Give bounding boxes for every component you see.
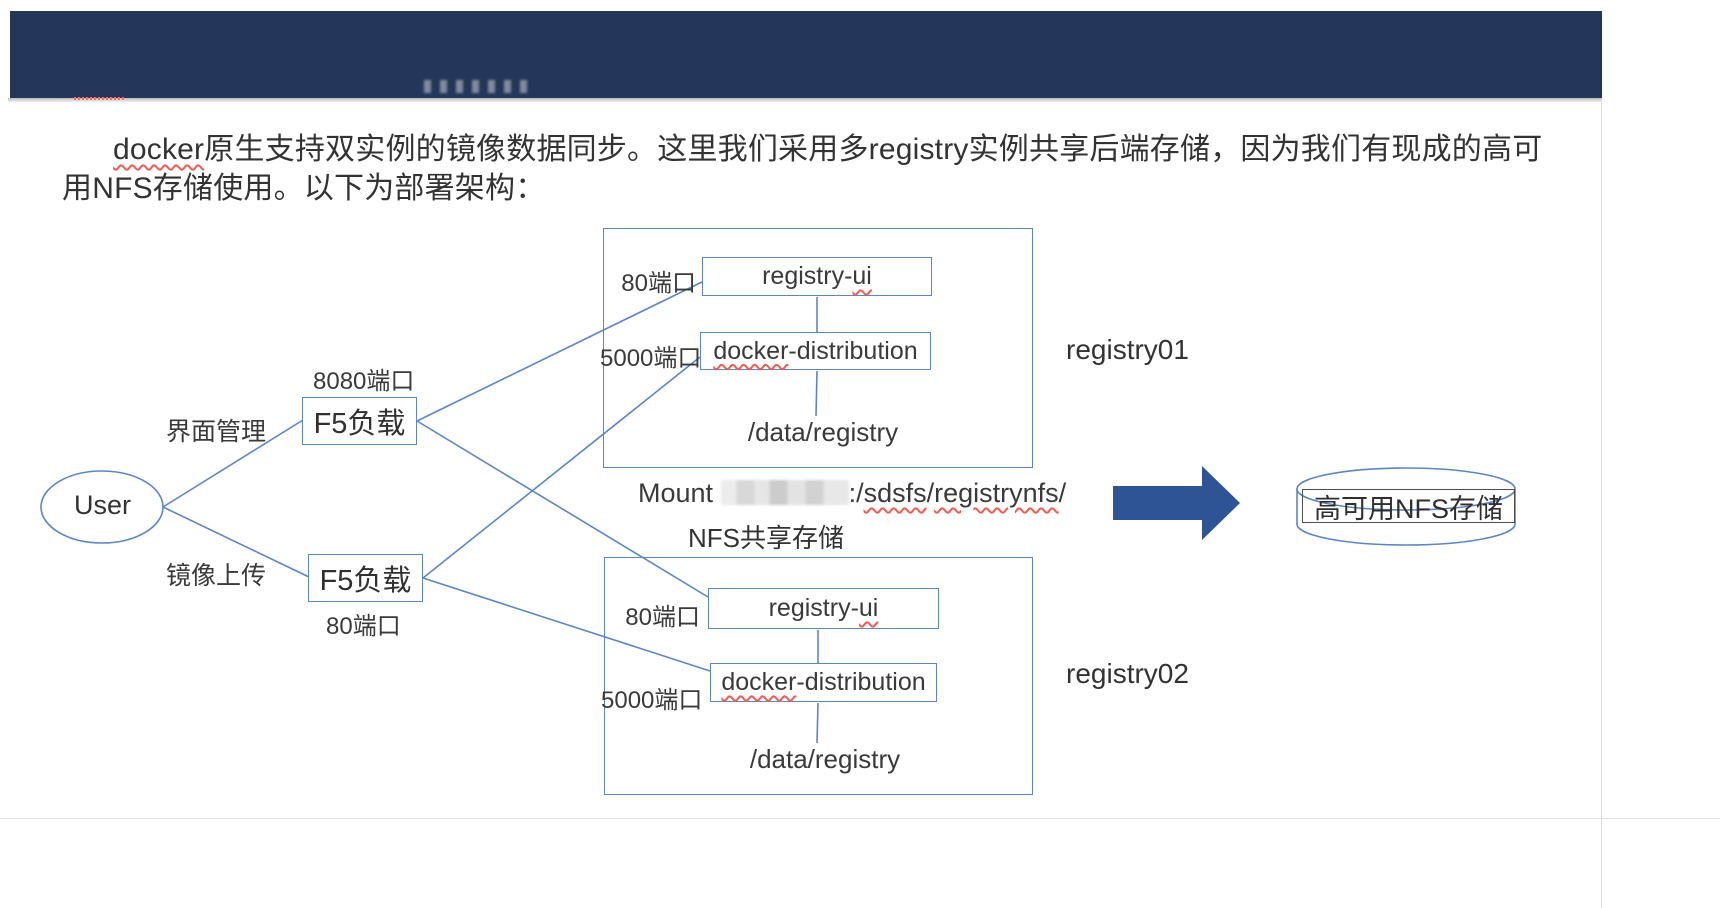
registry02-name: registry02 [1066,658,1189,689]
edge-user-to-f5-lower [162,506,310,578]
header-shadow [8,98,1602,103]
registry01-ui-port-label: 80端口 [621,270,696,297]
registry02-data-path: /data/registry [749,744,901,774]
page-bottom-rule [0,818,1720,819]
nfs-storage-label-box: 高可用NFS存储 [1302,489,1515,524]
registry01-dist-port-label: 5000端口 [600,345,702,372]
registry02-ui-port-label: 80端口 [625,604,700,631]
paragraph-line-2: 用NFS存储使用。以下为部署架构： [62,172,546,205]
page-right-edge [1601,98,1602,908]
header-clipped-text-fragment [424,80,536,93]
mount-line: Mount :/sdsfs/registrynfs/ [638,478,1067,508]
nfs-share-label: NFS共享存储 [688,523,845,553]
edge-user-to-f5-upper [162,419,304,508]
edge-label-image-upload: 镜像上传 [166,562,267,590]
registry02-container [604,557,1033,795]
edge-f5lower-to-r2-dist [422,577,711,672]
edge-r2-dist-to-data [816,702,819,744]
edge-f5lower-to-r1-dist [422,356,701,579]
registry01-ui-node: registry-ui [702,257,932,296]
registry02-dist-port-label: 5000端口 [601,687,703,714]
registry01-dist-node: docker-distribution [700,332,931,370]
registry02-ui-node: registry-ui [708,588,939,629]
registry01-container [603,228,1033,468]
edge-r1-dist-to-data [815,370,818,417]
edge-f5upper-to-r1-ui [416,281,703,422]
f5-upper-port-label: 8080端口 [313,368,415,395]
f5-upper-node: F5负载 [302,397,417,445]
paragraph-line-1: docker原生支持双实例的镜像数据同步。这里我们采用多registry实例共享… [113,133,1543,166]
flagged-word-docker: docker [113,133,205,166]
edge-label-ui-management: 界面管理 [166,418,267,446]
redacted-ip-mosaic [720,480,849,505]
header-squiggle-fragment [74,97,124,100]
registry01-name: registry01 [1066,334,1189,365]
user-label: User [73,490,131,520]
registry02-dist-node: docker-distribution [710,663,937,702]
header-bar [10,11,1602,98]
big-arrow-icon [1113,466,1240,540]
registry01-data-path: /data/registry [747,417,899,447]
f5-lower-port-label: 80端口 [326,613,401,640]
f5-lower-node: F5负载 [308,554,423,602]
edge-f5upper-to-r2-ui [416,420,709,598]
user-ellipse [40,470,164,544]
